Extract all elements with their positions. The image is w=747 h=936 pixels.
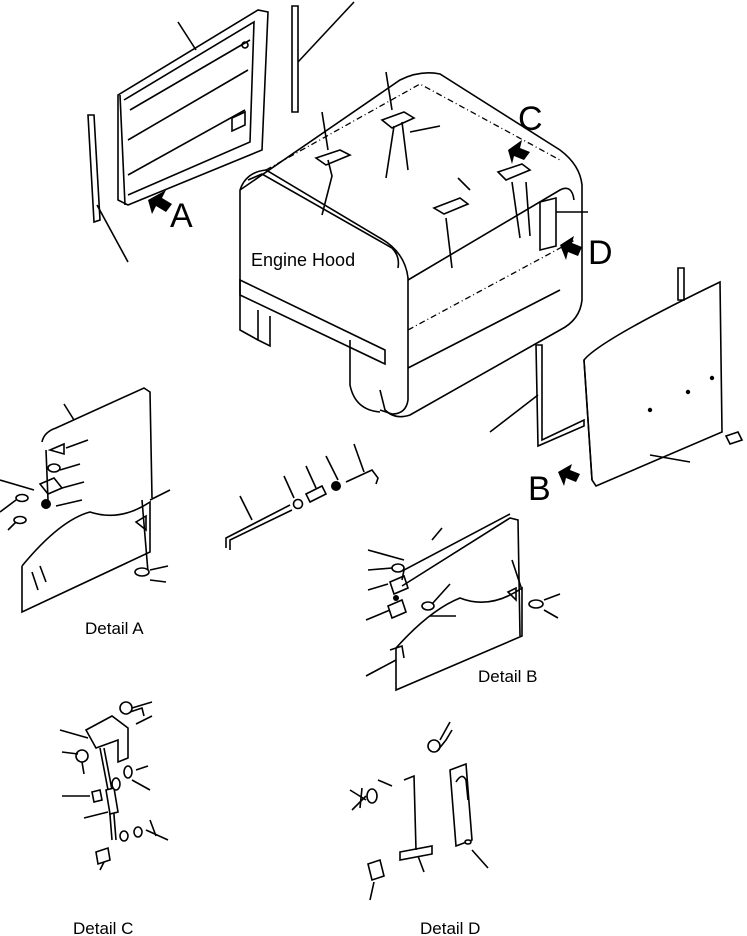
view-b-arrow bbox=[558, 464, 580, 486]
view-marker-b: B bbox=[528, 470, 551, 508]
view-marker-d: D bbox=[588, 234, 613, 272]
left-side-panel bbox=[117, 9, 269, 206]
center-rod-assembly bbox=[225, 443, 379, 550]
view-a-arrow bbox=[148, 190, 172, 214]
detail-d-label: Detail D bbox=[420, 919, 480, 936]
detail-d-drawing bbox=[349, 721, 489, 901]
view-d-arrow bbox=[560, 236, 582, 260]
detail-a-label: Detail A bbox=[85, 619, 144, 638]
top-seal-strip bbox=[291, 1, 355, 113]
view-marker-c: C bbox=[518, 100, 543, 138]
hood-bracket-left bbox=[314, 111, 352, 216]
view-marker-a: A bbox=[170, 197, 193, 235]
detail-c-label: Detail C bbox=[73, 919, 133, 936]
engine-hood-body bbox=[239, 72, 583, 418]
detail-b-label: Detail B bbox=[478, 667, 538, 686]
detail-c-drawing bbox=[59, 701, 169, 871]
view-c-arrow bbox=[508, 140, 530, 164]
left-panel-seal-strip bbox=[87, 114, 129, 263]
hood-bracket-center bbox=[380, 71, 441, 179]
hood-bracket-right bbox=[432, 163, 532, 269]
hood-latch-d bbox=[539, 196, 588, 252]
detail-b-drawing bbox=[365, 513, 561, 692]
panel-leader bbox=[177, 21, 197, 51]
detail-a-drawing bbox=[0, 387, 171, 614]
right-panel-seal-strip bbox=[489, 267, 685, 448]
right-side-panel bbox=[583, 280, 744, 487]
engine-hood-label: Engine Hood bbox=[251, 250, 355, 270]
